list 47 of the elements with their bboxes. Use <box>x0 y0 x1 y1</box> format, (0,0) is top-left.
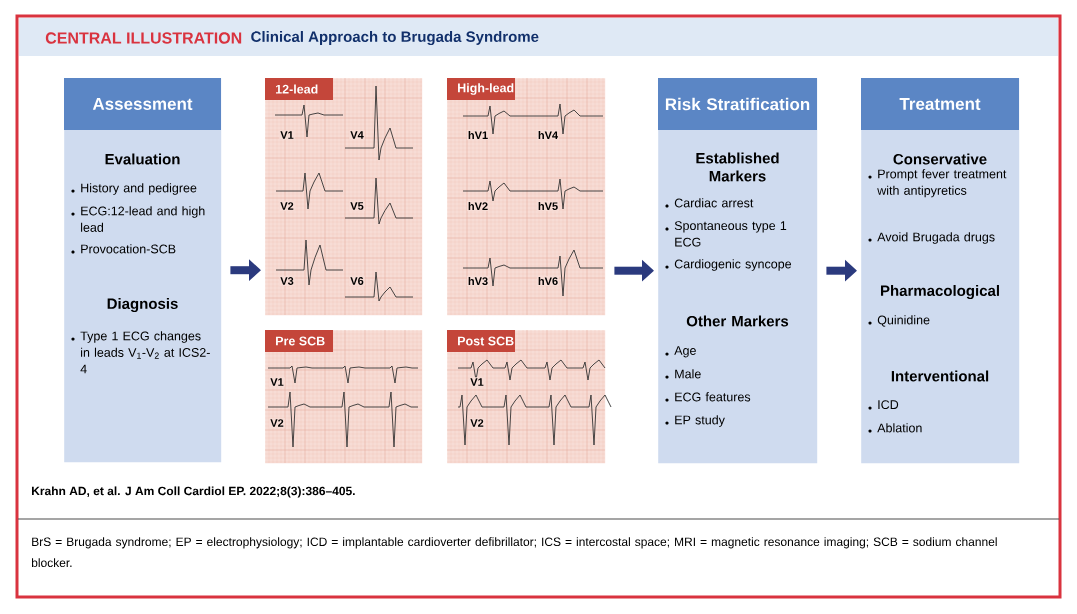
lead-label: V5 <box>349 201 365 211</box>
title: Clinical Approach to Brugada Syndrome <box>251 31 539 46</box>
bullet-item: Age <box>665 346 696 358</box>
lead-label: V1 <box>279 130 295 140</box>
lead-label: V4 <box>349 130 365 140</box>
bullet-item: Ablation <box>868 423 922 433</box>
bullet-item: Provocation-SCB <box>71 244 176 254</box>
bullet-item: History and pedigree <box>71 183 197 195</box>
section-heading: Conservative <box>893 153 987 165</box>
panel-header: Treatment <box>899 98 981 110</box>
strip-tab: Pre SCB <box>265 330 333 352</box>
header-label: CENTRAL ILLUSTRATION <box>45 32 242 44</box>
lead-label: hV1 <box>466 130 490 140</box>
bullet-item: ICD <box>868 400 899 410</box>
bullet-item: Avoid Brugada drugs <box>868 232 995 244</box>
bullet-item: Prompt fever treatment with antipyretics <box>868 169 1007 198</box>
section-heading: Other Markers <box>686 315 789 327</box>
lead-label: V2 <box>279 201 295 211</box>
bullet-item: ECG features <box>665 392 751 402</box>
panel-header: Assessment <box>92 98 193 110</box>
bullet-item: Type 1 ECG changes in leads V$_{1}$-V$_{2}$ at ICS2-4 <box>71 331 210 374</box>
panel-header: Risk Stratification <box>665 97 810 111</box>
bullet-item: Cardiac arrest <box>665 198 754 208</box>
bullet-item: Spontaneous type 1 ECG <box>665 221 787 247</box>
lead-label: V1 <box>269 377 285 387</box>
citation: Krahn AD, et al. J Am Coll Cardiol EP. 2022;8(3):386–405. <box>32 486 355 498</box>
bullet-item: Quinidine <box>868 315 930 327</box>
bullet-item: Male <box>665 369 701 379</box>
lead-label: V3 <box>279 276 295 286</box>
section-heading: Evaluation <box>105 153 180 165</box>
lead-label: hV2 <box>466 201 490 211</box>
bullet-item: EP study <box>665 415 725 427</box>
section-heading: Pharmacological <box>881 285 999 300</box>
strip-tab: 12-lead <box>265 78 333 100</box>
lead-label: hV5 <box>536 200 560 212</box>
bullet-item: ECG:12-lead and high lead <box>71 206 205 232</box>
bullet-item: Cardiogenic syncope <box>665 259 792 271</box>
lead-label: hV3 <box>466 275 490 287</box>
section-heading: Interventional <box>891 370 989 382</box>
lead-label: hV6 <box>536 275 560 287</box>
strip-tab: High-lead <box>447 78 515 100</box>
section-heading: Established Markers <box>696 152 779 182</box>
lead-label: V6 <box>349 276 365 286</box>
lead-label: V2 <box>269 418 285 428</box>
caption: BrS = Brugada syndrome; EP = electrophysiology; ICD = implantable cardioverter defibrillator; ICS = intercostal space; MRI = magnetic resonance imaging; SCB = sodium channel blocker. <box>31 537 997 567</box>
lead-label: hV4 <box>536 130 560 140</box>
section-heading: Diagnosis <box>107 298 178 313</box>
